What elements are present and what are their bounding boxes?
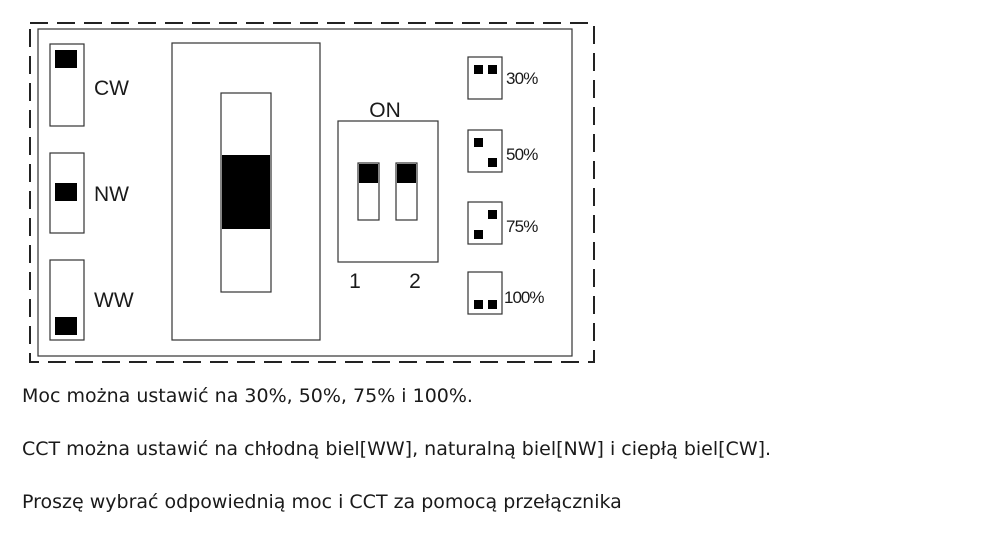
cct-label-nw: NW <box>94 183 129 206</box>
cct-knob-nw <box>55 183 77 201</box>
power-dip-bottom-right <box>488 158 497 167</box>
power-dip-top-right <box>488 210 497 219</box>
power-label-75: 75% <box>506 217 538 236</box>
cct-option-nw: NW <box>49 152 129 234</box>
power-legend: 30% 50% 75% 100% <box>467 56 545 315</box>
power-label-50: 50% <box>506 145 538 164</box>
power-label-30: 30% <box>506 69 538 88</box>
switch-settings-diagram: CW NW WW ON 1 2 30% <box>29 22 595 363</box>
dip-position-2-label: 2 <box>409 270 421 293</box>
cct-label-ww: WW <box>94 289 134 312</box>
cct-knob-ww <box>55 317 77 335</box>
main-slide-switch <box>171 42 321 341</box>
caption-cct: CCT można ustawić na chłodną biel[WW], n… <box>22 438 772 460</box>
power-box-30 <box>467 56 503 100</box>
power-dip-top-left <box>474 138 483 147</box>
cct-selector-group: CW NW WW <box>49 43 134 341</box>
power-dip-bottom-left <box>474 230 483 239</box>
dip-knob-2 <box>397 164 416 183</box>
cct-knob-cw <box>55 50 77 68</box>
cct-option-cw: CW <box>49 43 129 127</box>
power-option-30: 30% <box>467 56 539 100</box>
power-option-75: 75% <box>467 201 539 245</box>
slide-switch-knob <box>222 155 270 229</box>
power-option-100: 100% <box>467 271 545 315</box>
caption-instruction: Proszę wybrać odpowiednią moc i CCT za p… <box>22 491 622 513</box>
power-dip-bottom-right <box>488 300 497 309</box>
dip-knob-1 <box>359 164 378 183</box>
outer-dashed-border <box>29 22 595 363</box>
cct-option-ww: WW <box>49 259 134 341</box>
power-label-100: 100% <box>504 288 544 307</box>
dip-on-label: ON <box>369 99 401 122</box>
power-option-50: 50% <box>467 129 539 173</box>
caption-power: Moc można ustawić na 30%, 50%, 75% i 100… <box>22 385 473 407</box>
cct-label-cw: CW <box>94 77 129 100</box>
inner-panel-border <box>37 28 573 357</box>
dip-position-1-label: 1 <box>349 270 361 293</box>
power-box-75 <box>467 201 503 245</box>
power-dip-top-left <box>474 65 483 74</box>
power-dip-bottom-left <box>474 300 483 309</box>
power-dip-top-right <box>488 65 497 74</box>
dip-switch-housing <box>337 120 439 263</box>
dip-switch: ON 1 2 <box>337 99 439 293</box>
